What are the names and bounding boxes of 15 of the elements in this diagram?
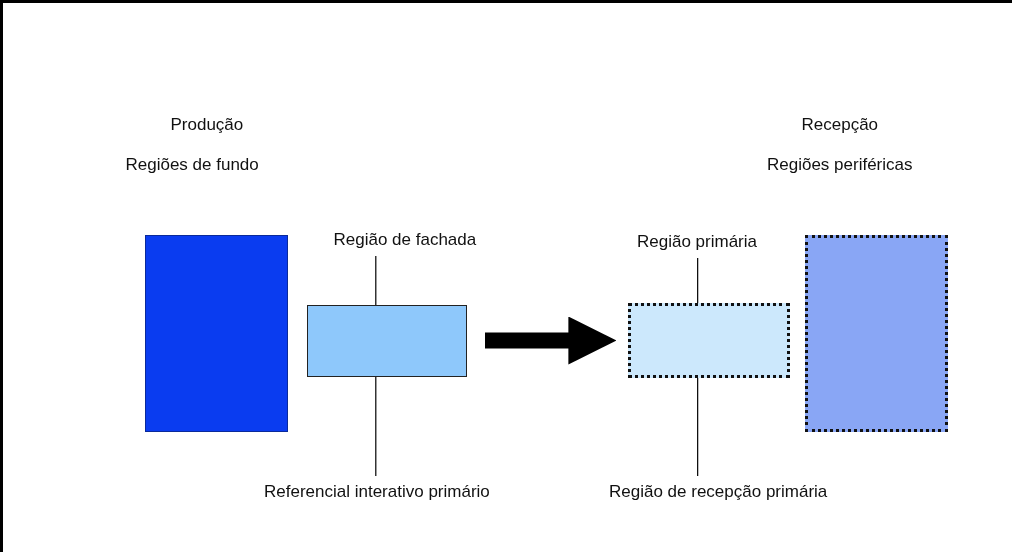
- region-box: [628, 303, 790, 378]
- section-heading: Produção: [170, 115, 244, 135]
- leader-line: [375, 376, 377, 477]
- region-label: Referencial interativo primário: [264, 482, 490, 502]
- section-heading: Recepção: [801, 115, 879, 135]
- region-label: Região primária: [637, 232, 757, 252]
- leader-line: [375, 255, 377, 306]
- arrow: [485, 316, 617, 365]
- leader-line: [697, 257, 699, 304]
- region-label: Região de recepção primária: [609, 482, 828, 502]
- region-box: [307, 305, 467, 377]
- region-heading: Regiões periféricas: [767, 155, 913, 175]
- region-label: Região de fachada: [333, 230, 477, 250]
- region-heading: Regiões de fundo: [125, 155, 259, 175]
- leader-line: [697, 377, 699, 477]
